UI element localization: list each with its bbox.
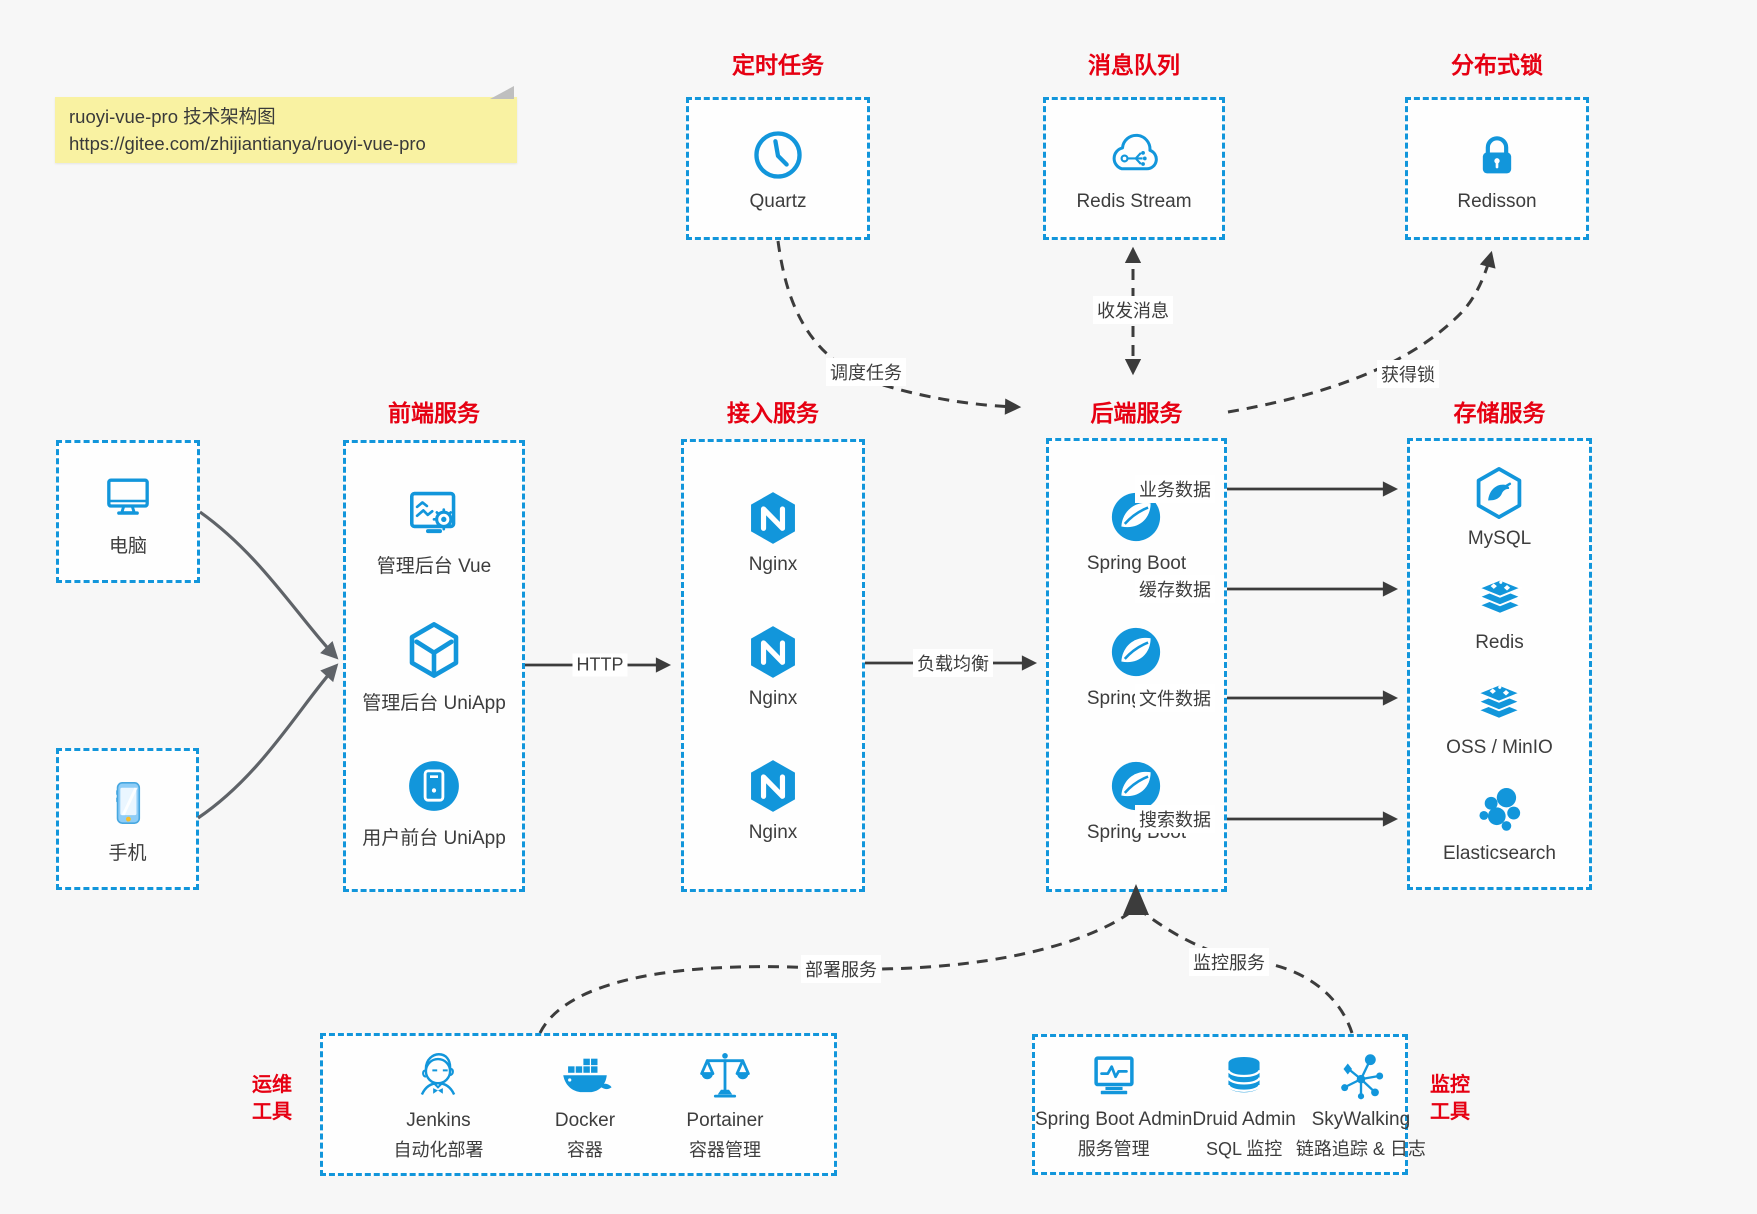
cloud-stream-icon bbox=[1112, 133, 1158, 171]
mobile-client-box: 手机 bbox=[56, 748, 199, 890]
title-scheduled-tasks: 定时任务 bbox=[732, 52, 824, 78]
redis-stack-icon bbox=[1475, 578, 1524, 616]
admin-vue-icon bbox=[409, 491, 456, 534]
acquire-lock-arrow bbox=[1227, 250, 1496, 414]
lock-icon bbox=[1482, 136, 1512, 174]
spring-boot-admin-label: Spring Boot Admin bbox=[1035, 1109, 1193, 1130]
skywalking-sub-label: 链路追踪 & 日志 bbox=[1295, 1139, 1426, 1159]
nginx-label: Nginx bbox=[748, 554, 798, 575]
phone-icon bbox=[115, 782, 140, 824]
nginx-label: Nginx bbox=[748, 688, 798, 709]
redis-stream-label: Redis Stream bbox=[1076, 191, 1192, 212]
docker-label: Docker bbox=[554, 1110, 616, 1131]
jenkins-sub-label: 自动化部署 bbox=[393, 1140, 484, 1160]
clock-icon bbox=[754, 131, 802, 179]
title-frontend: 前端服务 bbox=[388, 400, 480, 426]
file-data-label: 文件数据 bbox=[1135, 684, 1215, 712]
redis-stream-box: Redis Stream bbox=[1043, 97, 1225, 240]
business-data-label: 业务数据 bbox=[1135, 475, 1215, 503]
mobile-label: 手机 bbox=[108, 843, 147, 864]
storage-box: MySQL Redis OSS / MinIO bbox=[1407, 438, 1592, 890]
spring-icon bbox=[1112, 627, 1161, 676]
pc-client-box: 电脑 bbox=[56, 440, 200, 583]
monitor-service-label: 监控服务 bbox=[1189, 948, 1269, 976]
user-uniapp-label: 用户前台 UniApp bbox=[362, 828, 506, 849]
nginx-label: Nginx bbox=[748, 822, 798, 843]
redis-label: Redis bbox=[1475, 632, 1524, 654]
title-distributed-lock: 分布式锁 bbox=[1451, 52, 1543, 78]
client-to-frontend-arrows bbox=[197, 510, 339, 820]
oss-stack-icon bbox=[1475, 683, 1524, 720]
docker-icon bbox=[563, 1058, 612, 1093]
search-data-label: 搜索数据 bbox=[1135, 805, 1215, 833]
gateway-box: Nginx Nginx Nginx bbox=[681, 439, 865, 892]
nginx-icon bbox=[751, 492, 795, 544]
quartz-label: Quartz bbox=[749, 191, 807, 212]
spring-boot-label: Spring Boot bbox=[1086, 553, 1187, 575]
title-backend: 后端服务 bbox=[1090, 400, 1183, 426]
ops-tools-side-label: 运维 工具 bbox=[252, 1074, 292, 1123]
ops-tools-box: Jenkins 自动化部署 Docker 容器 bbox=[320, 1033, 837, 1176]
portainer-label: Portainer bbox=[686, 1110, 764, 1131]
monitoring-tools-box: Spring Boot Admin 服务管理 Druid Admin SQL 监… bbox=[1032, 1034, 1426, 1175]
spring-icon bbox=[1112, 761, 1161, 810]
cache-data-label: 缓存数据 bbox=[1135, 575, 1215, 603]
skywalking-label: SkyWalking bbox=[1311, 1109, 1411, 1130]
elasticsearch-icon bbox=[1478, 788, 1520, 832]
title-message-queue: 消息队列 bbox=[1088, 52, 1180, 78]
uniapp-cube-icon bbox=[409, 622, 459, 678]
acquire-lock-label: 获得锁 bbox=[1377, 360, 1439, 388]
portainer-sub-label: 容器管理 bbox=[688, 1140, 761, 1160]
sticky-note: ruoyi-vue-pro 技术架构图 https://gitee.com/zh… bbox=[55, 86, 517, 163]
nginx-icon bbox=[751, 626, 795, 678]
admin-uniapp-label: 管理后台 UniApp bbox=[362, 693, 506, 714]
druid-admin-sub-label: SQL 监控 bbox=[1205, 1139, 1283, 1159]
http-label: HTTP bbox=[572, 653, 628, 677]
pc-label: 电脑 bbox=[108, 535, 147, 557]
nginx-icon bbox=[751, 760, 795, 812]
admin-vue-label: 管理后台 Vue bbox=[376, 556, 492, 577]
title-gateway: 接入服务 bbox=[727, 400, 819, 426]
spring-icon bbox=[1112, 493, 1161, 542]
load-balance-label: 负载均衡 bbox=[913, 649, 993, 677]
note-url: https://gitee.com/zhijiantianya/ruoyi-vu… bbox=[69, 132, 426, 154]
redisson-box: Redisson bbox=[1405, 97, 1589, 240]
user-uniapp-icon bbox=[409, 761, 459, 811]
deploy-service-label: 部署服务 bbox=[801, 955, 881, 983]
druid-admin-label: Druid Admin bbox=[1192, 1109, 1296, 1130]
monitoring-tools-side-label: 监控 工具 bbox=[1430, 1074, 1470, 1123]
send-receive-message-label: 收发消息 bbox=[1093, 296, 1173, 324]
computer-icon bbox=[107, 478, 149, 515]
frontend-box: 管理后台 Vue 管理后台 UniApp 用户前台 UniApp bbox=[343, 440, 525, 892]
jenkins-label: Jenkins bbox=[406, 1110, 471, 1131]
title-storage: 存储服务 bbox=[1453, 400, 1546, 426]
mysql-label: MySQL bbox=[1467, 527, 1532, 549]
spring-boot-admin-sub-label: 服务管理 bbox=[1077, 1139, 1150, 1159]
jenkins-icon bbox=[421, 1053, 456, 1096]
redisson-label: Redisson bbox=[1457, 191, 1537, 212]
skywalking-icon bbox=[1341, 1054, 1384, 1100]
spring-boot-admin-icon bbox=[1094, 1056, 1134, 1095]
docker-sub-label: 容器 bbox=[566, 1140, 603, 1160]
druid-icon bbox=[1227, 1056, 1261, 1093]
note-title: ruoyi-vue-pro 技术架构图 bbox=[69, 106, 276, 127]
schedule-task-label: 调度任务 bbox=[826, 358, 906, 386]
mysql-icon bbox=[1477, 466, 1522, 519]
portainer-icon bbox=[700, 1053, 750, 1098]
oss-minio-label: OSS / MinIO bbox=[1446, 736, 1553, 758]
elasticsearch-label: Elasticsearch bbox=[1443, 843, 1556, 865]
quartz-box: Quartz bbox=[686, 97, 870, 240]
